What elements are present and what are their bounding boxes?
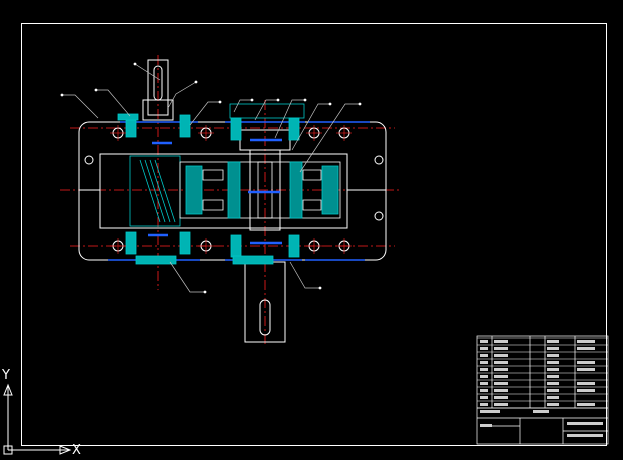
pinion-gear bbox=[129, 155, 181, 227]
title-block-entry bbox=[480, 389, 488, 392]
title-block-rows bbox=[477, 337, 608, 409]
title-block-entry bbox=[480, 354, 488, 357]
leader-dots bbox=[60, 62, 362, 294]
title-block-entry bbox=[577, 347, 595, 350]
title-block-entry bbox=[494, 347, 508, 350]
ucs-y-label: Y bbox=[2, 368, 10, 383]
title-block-entry bbox=[547, 361, 559, 364]
title-block-entry bbox=[494, 382, 508, 385]
title-block-entry bbox=[480, 403, 488, 406]
title-block-entry bbox=[547, 340, 559, 343]
title-block-entry bbox=[577, 340, 595, 343]
title-block-entries bbox=[480, 340, 603, 437]
title-block-entry bbox=[533, 410, 549, 413]
title-block-entry bbox=[567, 422, 603, 425]
title-block-entry bbox=[494, 375, 508, 378]
title-block-entry bbox=[577, 389, 595, 392]
title-block-entry bbox=[494, 361, 508, 364]
title-block-entry bbox=[577, 382, 595, 385]
title-block-entry bbox=[547, 389, 559, 392]
title-block-entry bbox=[480, 382, 488, 385]
title-block-entry bbox=[547, 375, 559, 378]
input-shaft bbox=[142, 59, 174, 121]
dimension-marks bbox=[148, 138, 282, 245]
title-block-entry bbox=[480, 368, 488, 371]
hole-crosshairs bbox=[110, 125, 352, 254]
title-block-entry bbox=[494, 354, 508, 357]
title-block-entry bbox=[547, 403, 559, 406]
title-block-entry bbox=[577, 403, 595, 406]
main-gear bbox=[179, 161, 341, 219]
title-block-entry bbox=[547, 347, 559, 350]
title-block-entry bbox=[494, 403, 508, 406]
title-block-entry bbox=[494, 368, 508, 371]
title-block-entry bbox=[547, 354, 559, 357]
bearing-sections bbox=[117, 103, 305, 265]
title-block-entry bbox=[494, 396, 508, 399]
title-block-entry bbox=[480, 396, 488, 399]
title-block-entry bbox=[480, 410, 500, 413]
title-block-entry bbox=[480, 340, 488, 343]
sheet-border bbox=[21, 23, 607, 446]
title-block-entry bbox=[494, 340, 508, 343]
title-block-entry bbox=[547, 396, 559, 399]
title-block-entry bbox=[480, 375, 488, 378]
title-block-entry bbox=[547, 368, 559, 371]
title-block-entry bbox=[577, 361, 595, 364]
part-leaders bbox=[62, 63, 360, 293]
title-block-entry bbox=[547, 382, 559, 385]
title-block-entry bbox=[480, 347, 488, 350]
ucs-icon bbox=[3, 383, 72, 455]
title-block-entry bbox=[577, 368, 595, 371]
title-block-entry bbox=[567, 434, 603, 437]
title-block-entry bbox=[494, 389, 508, 392]
title-block-entry bbox=[480, 424, 492, 427]
ucs-x-label: X bbox=[72, 443, 81, 458]
title-block-entry bbox=[480, 361, 488, 364]
